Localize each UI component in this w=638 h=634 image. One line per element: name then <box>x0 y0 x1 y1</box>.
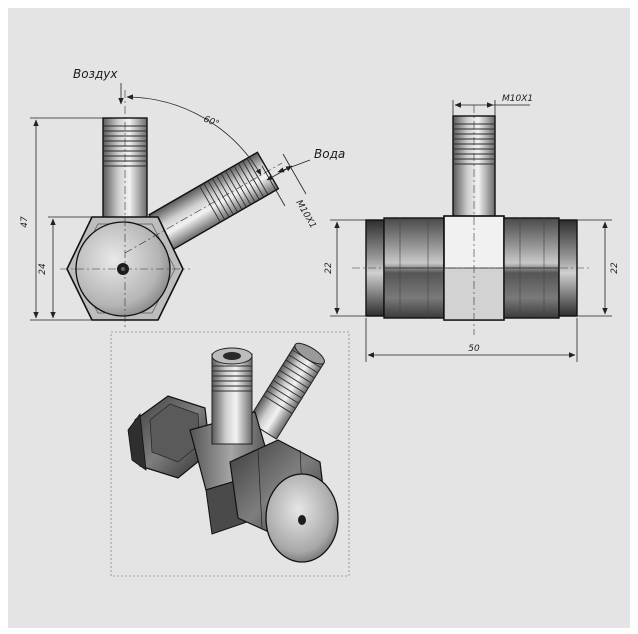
label-air: Воздух <box>73 67 118 81</box>
dim-hex-height: 24 <box>38 263 48 275</box>
front-view: M10X1 22 22 50 <box>324 94 620 362</box>
dim-right-height: 22 <box>610 262 620 274</box>
dim-total-height: 47 <box>20 216 30 228</box>
iso-vertical-pipe <box>211 347 253 445</box>
dim-length: 50 <box>468 344 480 354</box>
isometric-frame <box>110 331 350 577</box>
isometric-view <box>110 331 350 577</box>
iso-slanted-pipe <box>246 342 325 440</box>
label-water: Вода <box>314 147 345 161</box>
dim-left-height: 22 <box>324 262 334 274</box>
thread-label-front: M10X1 <box>502 94 533 104</box>
